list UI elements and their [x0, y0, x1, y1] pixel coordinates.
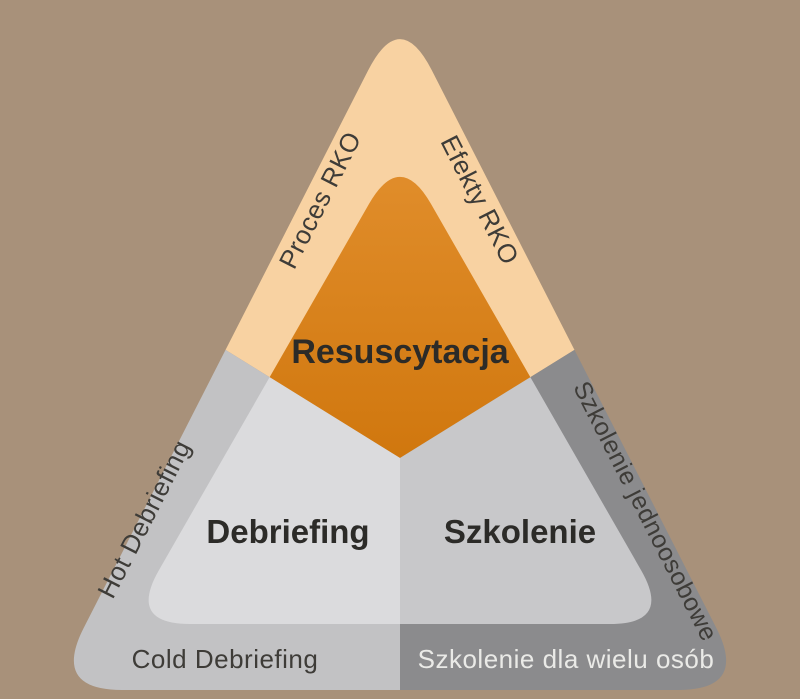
inner-region-resuscytacja [148, 176, 652, 458]
szkolenie-label: Szkolenie [444, 513, 596, 550]
cold-debriefing-edge-label: Cold Debriefing [132, 644, 319, 674]
szkolenie-dla-wielu-osob-edge-label: Szkolenie dla wielu osób [418, 644, 715, 674]
debriefing-label: Debriefing [206, 513, 369, 550]
resuscytacja-label: Resuscytacja [291, 333, 509, 371]
